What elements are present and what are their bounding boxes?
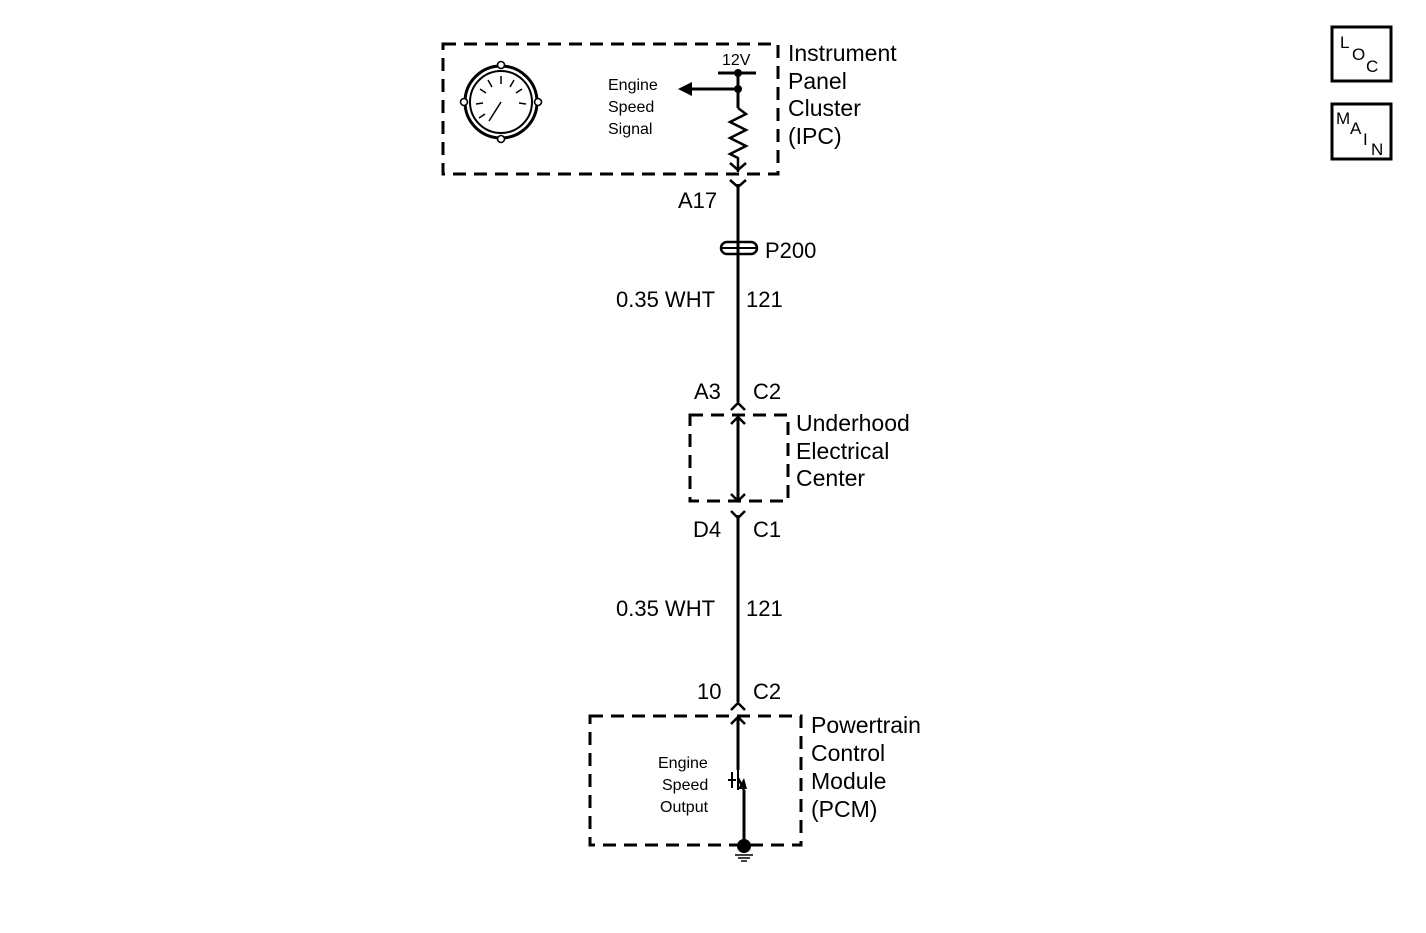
pcm-name-line4: (PCM) — [811, 796, 877, 822]
main-letter-i: I — [1363, 130, 1368, 149]
pcm-component: Engine Speed Output Powertrain Control M… — [588, 712, 921, 862]
ipc-voltage-label: 12V — [722, 52, 751, 69]
pcm-name-line1: Powertrain — [811, 712, 921, 738]
uec-out-pin-label: D4 — [693, 517, 721, 542]
uec-name-line3: Center — [796, 465, 865, 491]
pcm-output-label-line2: Speed — [662, 777, 708, 794]
pcm-boundary — [588, 714, 803, 847]
ipc-boundary — [441, 42, 780, 176]
ipc-signal-arrow — [678, 82, 692, 96]
loc-letter-c: C — [1366, 57, 1378, 76]
uec-name-line1: Underhood — [796, 410, 910, 436]
upper-wire-gauge-color: 0.35 WHT — [616, 287, 715, 312]
splice-pack-p200 — [719, 240, 759, 256]
ipc-signal-label-line2: Speed — [608, 99, 654, 116]
splice-label: P200 — [765, 238, 816, 263]
pcm-pin-label: 10 — [697, 679, 721, 704]
uec-component: Underhood Electrical Center — [688, 410, 910, 503]
ipc-signal-label-line1: Engine — [608, 77, 658, 94]
uec-in-pin-label: A3 — [694, 379, 721, 404]
upper-wire-circuit: 121 — [746, 287, 783, 312]
transistor-icon — [728, 770, 747, 843]
ipc-name-line2: Panel — [788, 68, 847, 94]
main-letter-a: A — [1350, 119, 1362, 138]
main-letter-n: N — [1371, 140, 1383, 159]
pcm-output-label-line3: Output — [660, 799, 709, 816]
pcm-conn-label: C2 — [753, 679, 781, 704]
lower-wire-gauge-color: 0.35 WHT — [616, 596, 715, 621]
loc-letter-o: O — [1352, 45, 1365, 64]
pcm-output-label-line1: Engine — [658, 755, 708, 772]
tachometer-gauge-icon — [459, 60, 543, 144]
uec-name-line2: Electrical — [796, 438, 889, 464]
ipc-name-line1: Instrument — [788, 40, 897, 66]
pcm-name-line3: Module — [811, 768, 886, 794]
loc-letter-l: L — [1340, 33, 1349, 52]
uec-in-connector — [730, 401, 746, 425]
ipc-pin-label: A17 — [678, 188, 717, 213]
ground-icon — [735, 839, 753, 862]
lower-wire-circuit: 121 — [746, 596, 783, 621]
ipc-pullup-resistor — [727, 107, 749, 172]
ipc-name-line4: (IPC) — [788, 123, 842, 149]
uec-out-conn-label: C1 — [753, 517, 781, 542]
ipc-name-line3: Cluster — [788, 95, 861, 121]
ipc-component: 12V Engine Speed Signal Instrument Panel… — [441, 40, 897, 176]
main-letter-m: M — [1336, 109, 1350, 128]
loc-button[interactable]: L O C — [1330, 25, 1393, 83]
pcm-name-line2: Control — [811, 740, 885, 766]
ipc-signal-label-line3: Signal — [608, 121, 652, 138]
uec-in-conn-label: C2 — [753, 379, 781, 404]
main-button[interactable]: M A I N — [1330, 102, 1393, 161]
